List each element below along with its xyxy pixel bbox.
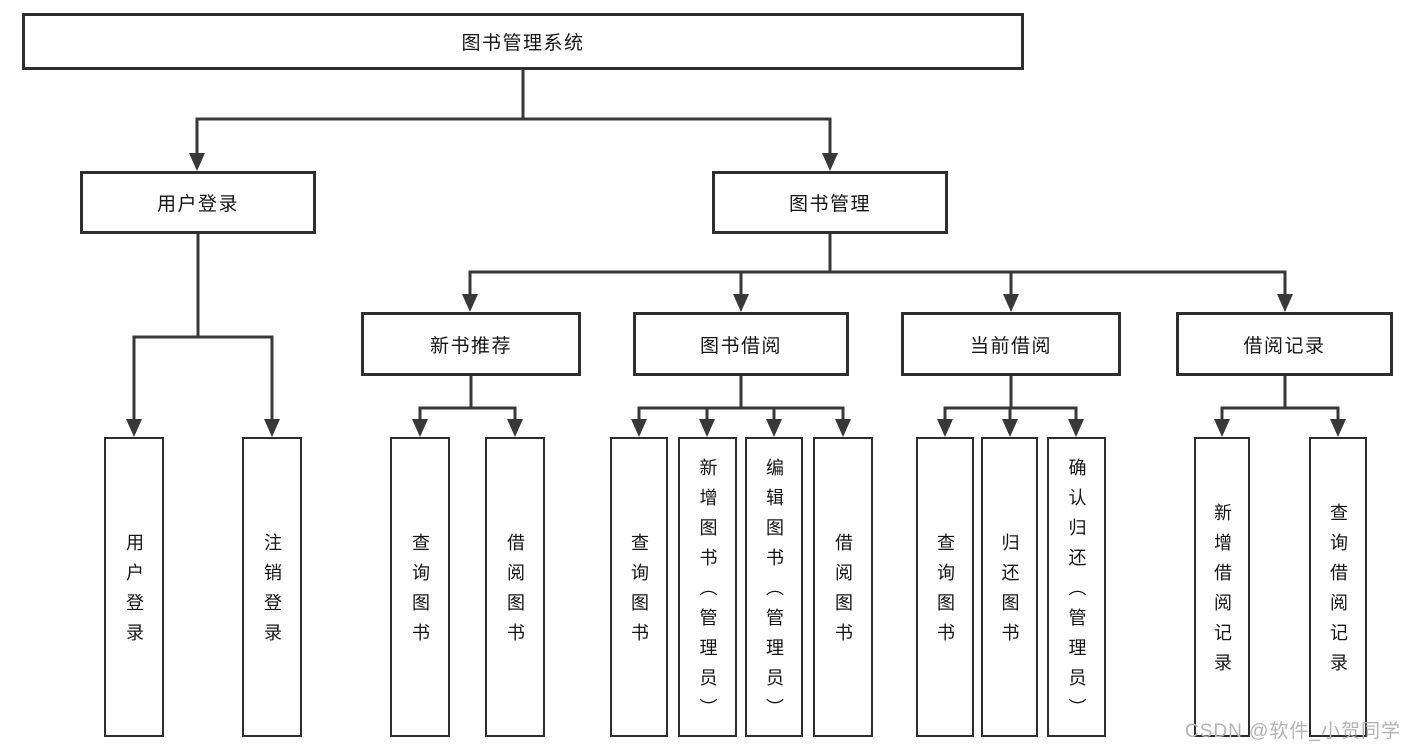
leaf-borrow-books-2-label: 借阅图书 — [833, 533, 853, 653]
leaf-user-login-label: 用户登录 — [124, 533, 144, 653]
node-library-system: 图书管理系统 — [22, 13, 1024, 70]
arrow-down-icon — [264, 419, 280, 437]
leaf-add-books-admin: 新增图书（管理员） — [678, 437, 737, 737]
leaf-query-books-1: 查询图书 — [390, 437, 450, 737]
connector-bookborrow-to-leaves — [637, 376, 845, 420]
arrow-down-icon — [822, 153, 838, 171]
leaf-add-books-admin-label: 新增图书（管理员） — [697, 458, 718, 728]
arrow-down-icon — [462, 294, 478, 312]
node-borrowing-records: 借阅记录 — [1176, 312, 1393, 376]
node-current-borrowing-label: 当前借阅 — [969, 335, 1052, 357]
arrow-down-icon — [1277, 294, 1293, 312]
leaf-query-books-2: 查询图书 — [610, 437, 668, 737]
node-new-book-recommend-label: 新书推荐 — [429, 335, 512, 357]
arrow-down-icon — [937, 419, 953, 437]
arrow-down-icon — [835, 419, 851, 437]
connector-borrowrecords-to-leaves — [1220, 376, 1340, 420]
leaf-return-books: 归还图书 — [981, 437, 1038, 737]
connector-newbookrec-to-leaves — [418, 376, 517, 420]
node-user-login-label: 用户登录 — [156, 194, 239, 215]
leaf-query-borrow-record: 查询借阅记录 — [1309, 437, 1367, 737]
node-library-system-label: 图书管理系统 — [461, 33, 585, 54]
leaf-confirm-return-admin-label: 确认归还（管理员） — [1066, 458, 1087, 728]
leaf-borrow-books-1-label: 借阅图书 — [505, 533, 525, 653]
leaf-logout-label: 注销登录 — [262, 533, 282, 653]
arrow-down-icon — [1068, 419, 1084, 437]
arrow-down-icon — [1002, 419, 1018, 437]
arrow-down-icon — [126, 419, 142, 437]
node-book-borrowing: 图书借阅 — [633, 312, 849, 376]
leaf-borrow-books-2: 借阅图书 — [813, 437, 873, 737]
node-new-book-recommend: 新书推荐 — [361, 312, 581, 376]
arrow-down-icon — [766, 419, 782, 437]
arrow-down-icon — [699, 419, 715, 437]
arrow-down-icon — [189, 153, 205, 171]
connector-userlogin-to-leaves — [132, 234, 274, 420]
arrow-down-icon — [1214, 419, 1230, 437]
node-current-borrowing: 当前借阅 — [901, 312, 1121, 376]
leaf-add-borrow-record: 新增借阅记录 — [1194, 437, 1250, 737]
node-user-login: 用户登录 — [80, 171, 316, 234]
connector-root-to-level2 — [195, 69, 832, 154]
arrow-down-icon — [507, 419, 523, 437]
arrow-down-icon — [1003, 294, 1019, 312]
node-book-management-label: 图书管理 — [788, 194, 871, 215]
leaf-query-books-3-label: 查询图书 — [935, 533, 955, 653]
leaf-edit-books-admin: 编辑图书（管理员） — [745, 437, 803, 737]
arrow-down-icon — [631, 419, 647, 437]
leaf-query-borrow-record-label: 查询借阅记录 — [1328, 503, 1348, 683]
arrow-down-icon — [1330, 419, 1346, 437]
leaf-return-books-label: 归还图书 — [999, 533, 1020, 653]
arrow-down-icon — [412, 419, 428, 437]
csdn-watermark: CSDN @软件_小贺同学 — [1185, 721, 1401, 742]
leaf-query-books-3: 查询图书 — [916, 437, 974, 737]
leaf-add-borrow-record-label: 新增借阅记录 — [1212, 503, 1232, 683]
leaf-confirm-return-admin: 确认归还（管理员） — [1047, 437, 1106, 737]
connector-currentborrow-to-leaves — [943, 376, 1078, 420]
leaf-borrow-books-1: 借阅图书 — [485, 437, 545, 737]
leaf-query-books-1-label: 查询图书 — [410, 533, 430, 653]
leaf-logout: 注销登录 — [242, 437, 302, 737]
connector-bookmgmt-to-level3 — [468, 234, 1287, 295]
leaf-user-login: 用户登录 — [104, 437, 164, 737]
arrow-down-icon — [733, 294, 749, 312]
node-borrowing-records-label: 借阅记录 — [1243, 335, 1326, 357]
node-book-management: 图书管理 — [712, 171, 948, 234]
node-book-borrowing-label: 图书借阅 — [699, 335, 782, 357]
leaf-edit-books-admin-label: 编辑图书（管理员） — [764, 458, 784, 728]
leaf-query-books-2-label: 查询图书 — [629, 533, 649, 653]
